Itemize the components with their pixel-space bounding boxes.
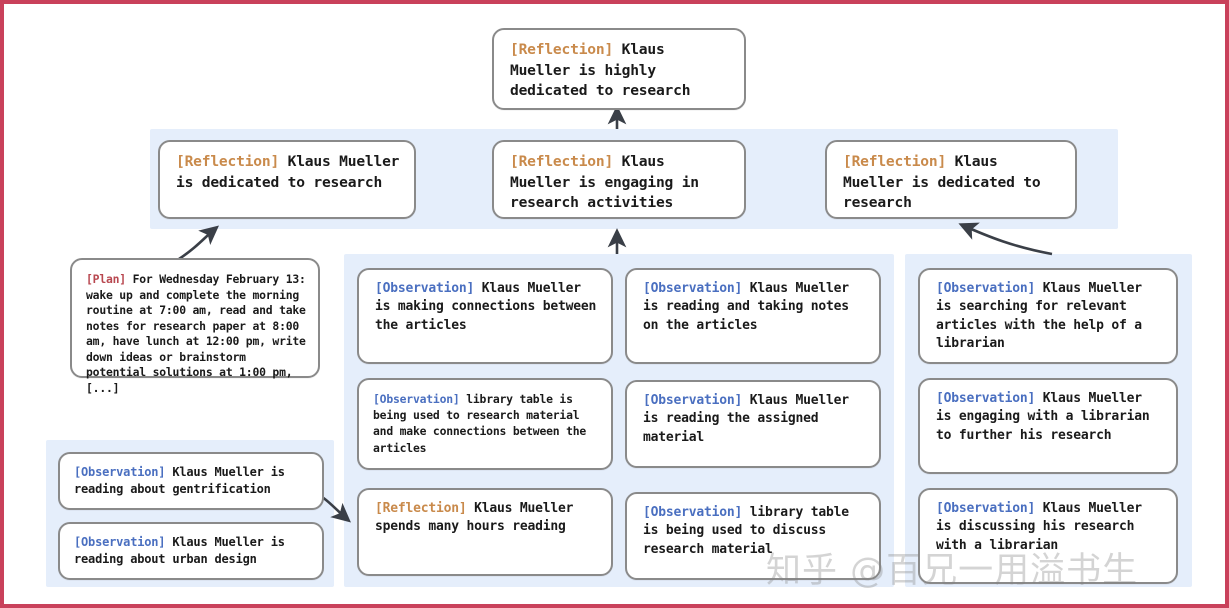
node-text: library table is being used to discuss r… — [643, 505, 857, 557]
node-tag: [Reflection] — [176, 153, 280, 170]
node-reflection-center[interactable]: [Reflection] Klaus Mueller is engaging i… — [492, 140, 746, 219]
node-text: Klaus Mueller is engaging with a librari… — [936, 391, 1158, 443]
node-tag: [Observation] — [74, 465, 166, 479]
node-left-observation-1[interactable]: [Observation] Klaus Mueller is reading a… — [58, 452, 324, 510]
node-root-reflection[interactable]: [Reflection] Klaus Mueller is highly ded… — [492, 28, 746, 110]
node-tag: [Observation] — [936, 281, 1036, 296]
node-tag: [Observation] — [643, 281, 743, 296]
node-tag: [Reflection] — [375, 501, 467, 516]
node-text: library table is being used to research … — [373, 392, 593, 455]
node-plan[interactable]: [Plan] For Wednesday February 13: wake u… — [70, 258, 320, 395]
reflection-tree-diagram: [Reflection] Klaus Mueller is highly ded… — [4, 4, 1225, 604]
node-text: Klaus Mueller is reading the assigned ma… — [643, 393, 857, 445]
node-tag: [Observation] — [74, 535, 166, 549]
node-tag: [Observation] — [375, 281, 475, 296]
node-column-a-2[interactable]: [Observation] library table is being use… — [357, 378, 613, 470]
node-text: Klaus Mueller is making connections betw… — [375, 281, 604, 333]
node-column-b-3[interactable]: [Observation] library table is being use… — [625, 492, 881, 580]
node-text: Klaus Mueller is discussing his research… — [936, 501, 1150, 553]
node-reflection-left[interactable]: [Reflection] Klaus Mueller is dedicated … — [158, 140, 416, 219]
node-tag: [Observation] — [936, 501, 1036, 516]
node-text: Klaus Mueller is dedicated to research — [843, 153, 1050, 212]
node-text: Klaus Mueller is reading and taking note… — [643, 281, 857, 333]
node-column-b-2[interactable]: [Observation] Klaus Mueller is reading t… — [625, 380, 881, 468]
node-column-c-1[interactable]: [Observation] Klaus Mueller is searching… — [918, 268, 1178, 364]
node-tag: [Reflection] — [510, 153, 614, 170]
node-text: Klaus Mueller is reading about gentrific… — [74, 465, 292, 497]
node-reflection-right[interactable]: [Reflection] Klaus Mueller is dedicated … — [825, 140, 1077, 219]
node-tag: [Observation] — [643, 393, 743, 408]
node-text: Klaus Mueller is highly dedicated to res… — [510, 41, 691, 100]
node-text: Klaus Mueller is reading about urban des… — [74, 535, 292, 567]
node-text: Klaus Mueller is engaging in research ac… — [510, 153, 708, 212]
node-text: Klaus Mueller spends many hours reading — [375, 501, 581, 535]
node-column-c-3[interactable]: [Observation] Klaus Mueller is discussin… — [918, 488, 1178, 584]
node-text: Klaus Mueller is dedicated to research — [176, 153, 408, 191]
node-text: For Wednesday February 13: wake up and c… — [86, 272, 313, 395]
node-text: Klaus Mueller is searching for relevant … — [936, 281, 1150, 352]
node-tag: [Observation] — [373, 392, 460, 406]
node-left-observation-2[interactable]: [Observation] Klaus Mueller is reading a… — [58, 522, 324, 580]
node-column-a-3[interactable]: [Reflection] Klaus Mueller spends many h… — [357, 488, 613, 576]
node-tag: [Observation] — [936, 391, 1036, 406]
node-column-a-1[interactable]: [Observation] Klaus Mueller is making co… — [357, 268, 613, 364]
node-tag: [Reflection] — [843, 153, 947, 170]
node-tag: [Reflection] — [510, 41, 614, 58]
node-column-c-2[interactable]: [Observation] Klaus Mueller is engaging … — [918, 378, 1178, 474]
node-tag: [Plan] — [86, 272, 126, 286]
node-column-b-1[interactable]: [Observation] Klaus Mueller is reading a… — [625, 268, 881, 364]
node-tag: [Observation] — [643, 505, 743, 520]
